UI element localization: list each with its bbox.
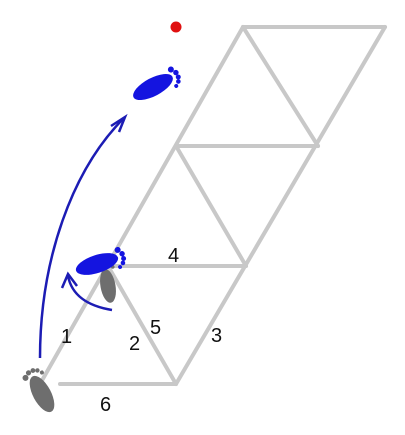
short-step-arrow [60,271,113,312]
gray-footprint-bottom [22,368,55,413]
grid-inner-diagonal-bottom [106,264,178,386]
blue-foot-toe [118,265,123,270]
long-arc-arrowhead [110,113,128,133]
gray-foot-toe [25,370,32,376]
blue-foot-sole [133,73,173,101]
blue-foot-toe [176,79,181,84]
triangle-grid [38,25,387,386]
label-5: 5 [150,317,161,339]
blue-foot-toe [114,246,121,253]
long-arc-path [38,117,125,359]
grid-inner-diagonal-top [241,25,320,148]
label-3: 3 [211,325,222,347]
grid-right-diagonal [174,25,387,386]
blue-foot-toe [119,251,125,257]
label-6: 6 [100,394,111,416]
blue-foot-toe [121,256,127,262]
blue-foot-toe [175,74,181,80]
gray-foot-toe [22,374,29,381]
label-2: 2 [129,333,140,355]
blue-footprint-top [133,66,181,101]
blue-foot-toe [174,83,179,88]
blue-foot-toe [173,69,179,76]
gray-foot-toe [35,368,40,373]
blue-foot-toe [167,66,174,73]
target-dot [170,21,182,33]
label-4: 4 [168,245,179,267]
grid-left-diagonal [38,25,245,386]
gray-foot-sole [29,375,55,413]
gray-foot-sole [100,269,116,303]
gray-foot-toe [39,370,44,375]
long-jump-arrow [38,113,128,359]
blue-foot-sole [75,253,119,275]
short-arc-arrowhead [60,271,78,289]
blue-foot-toe [120,260,126,266]
grid-inner-diagonal-middle [174,144,248,268]
label-1: 1 [61,326,72,348]
gray-foot-toe [30,368,36,373]
blue-footprint-middle [75,246,127,275]
short-arc-path [66,275,113,312]
